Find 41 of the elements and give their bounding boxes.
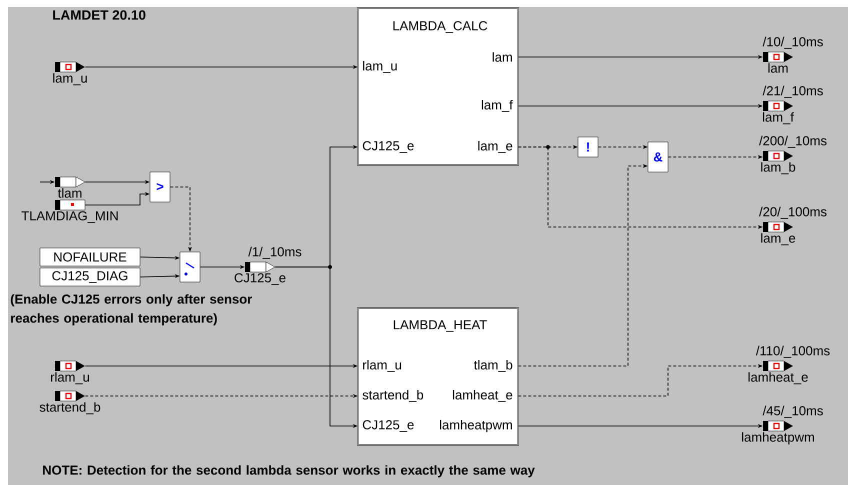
signal-name: lam_u <box>53 73 87 86</box>
signal-name: TLAMDIAG_MIN <box>22 211 118 223</box>
switch-block <box>180 252 200 282</box>
port-label: lamheat_e <box>452 390 512 402</box>
constant-box: CJ125_DIAG <box>40 268 140 286</box>
signal-name: lamheatpwm <box>742 432 814 444</box>
block-title: LAMBDA_HEAT <box>394 320 487 332</box>
signal-name: rlam_u <box>51 372 89 384</box>
timing-label: /45/_10ms <box>762 406 823 418</box>
port-label: lam_f <box>482 100 513 112</box>
port-label: tlam_b <box>474 360 512 372</box>
port-label: lam_e <box>478 141 512 153</box>
note-text: (Enable CJ125 errors only after sensor reaches operational temperature) <box>10 294 252 326</box>
constant-box: NOFAILURE <box>40 248 140 266</box>
signal-name: lam_f <box>763 112 794 124</box>
operator-block: > <box>150 172 170 202</box>
port-label: startend_b <box>362 390 424 402</box>
signal-name: CJ125_e <box>234 273 286 285</box>
signal-name: startend_b <box>40 402 100 414</box>
timing-label: /21/_10ms <box>762 86 823 98</box>
operator-block: & <box>648 142 668 172</box>
timing-label: /20/_100ms <box>759 206 826 219</box>
operator-block: ! <box>578 136 598 158</box>
port-label: CJ125_e <box>362 420 414 432</box>
signal-name: lamheat_e <box>748 372 808 384</box>
port-label: rlam_u <box>363 360 402 372</box>
note-text: NOTE: Detection for the second lambda sensor works in exactly the same way <box>43 465 535 478</box>
signal-name: lam_b <box>761 162 796 174</box>
diagram-title: LAMDET 20.10 <box>53 10 146 20</box>
signal-name: tlam <box>58 188 82 198</box>
port-label: lamheatpwm <box>440 420 512 432</box>
port-label: lam_u <box>363 61 397 73</box>
port-label: lam <box>492 52 512 62</box>
block-title: LAMBDA_CALC <box>393 21 488 33</box>
signal-name: lam_e <box>761 233 796 246</box>
port-label: CJ125_e <box>362 141 414 153</box>
timing-label: /110/_100ms <box>756 346 830 358</box>
timing-label: /10/_10ms <box>762 36 823 49</box>
timing-label: /200/_10ms <box>759 136 826 148</box>
signal-name: lam <box>768 63 788 73</box>
timing-label: /1/_10ms <box>248 246 302 259</box>
